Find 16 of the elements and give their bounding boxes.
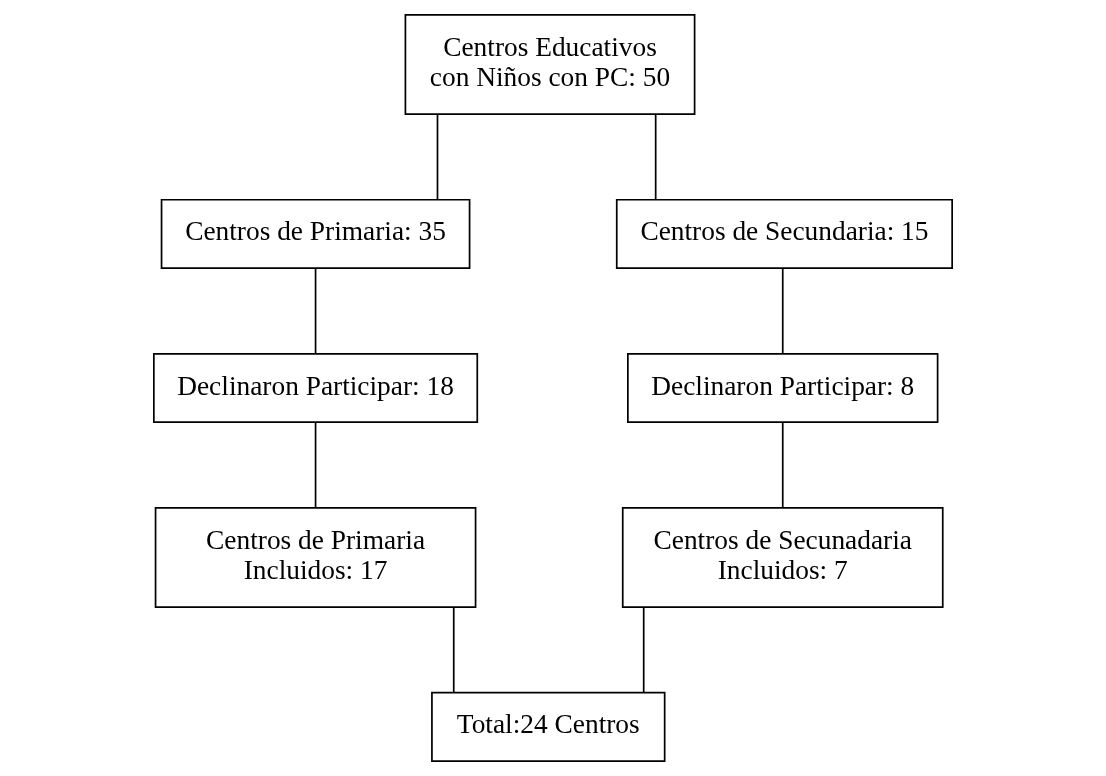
connector (781, 268, 784, 355)
node-box: Total:24 Centros (431, 691, 666, 762)
connector (452, 606, 455, 694)
node-box: Centros Educativos con Niños con PC: 50 (404, 14, 696, 116)
connector (781, 421, 784, 509)
node-box: Declinaron Participar: 18 (153, 352, 479, 424)
connector (642, 606, 645, 694)
node-box: Centros de Primaria: 35 (160, 198, 471, 270)
connector (654, 113, 657, 201)
connector (314, 421, 317, 509)
node-box: Centros de Secunadaria Incluidos: 7 (621, 506, 944, 608)
node-box: Declinaron Participar: 8 (627, 352, 939, 424)
node-box: Centros de Primaria Incluidos: 17 (154, 506, 477, 608)
connector (436, 113, 439, 201)
connector (314, 268, 317, 355)
node-box: Centros de Secundaria: 15 (615, 198, 953, 270)
